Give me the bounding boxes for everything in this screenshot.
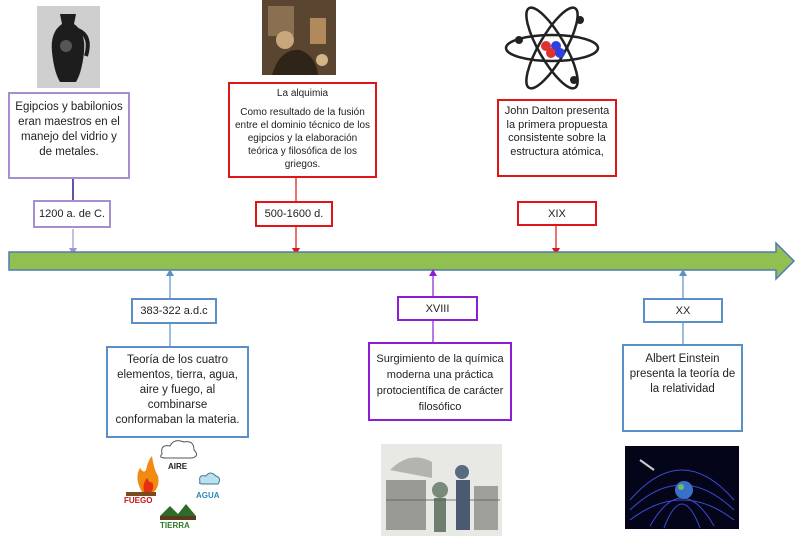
date-label: 383-322 a.d.c <box>140 305 208 317</box>
tierra-label: TIERRA <box>160 521 190 530</box>
fuego-label: FUEGO <box>124 496 153 505</box>
date-box-xx: XX <box>643 298 723 323</box>
date-box-1200: 1200 a. de C. <box>33 200 111 228</box>
date-label: XIX <box>548 207 566 220</box>
four-elements-image-icon <box>126 440 221 520</box>
date-label: 1200 a. de C. <box>38 208 106 220</box>
vase-image-icon <box>37 6 100 88</box>
event-box-four-elements: Teoría de los cuatro elementos, tierra, … <box>106 346 249 438</box>
lab-engraving-image-icon <box>381 444 502 536</box>
atom-image-icon <box>504 6 600 90</box>
event-text: Albert Einstein presenta la teoría de la… <box>629 353 736 395</box>
date-label: XX <box>675 304 691 317</box>
date-label: 500-1600 d. <box>264 208 324 220</box>
event-title: La alquimia <box>276 88 329 99</box>
date-label: XVIII <box>425 302 450 315</box>
spacetime-image-icon <box>625 446 739 529</box>
date-box-xix: XIX <box>517 201 597 226</box>
date-box-500-1600: 500-1600 d. <box>255 201 333 227</box>
event-text: Como resultado de la fusión entre el dom… <box>234 107 371 170</box>
date-box-xviii: XVIII <box>397 296 478 321</box>
event-box-einstein: Albert Einstein presenta la teoría de la… <box>622 344 743 432</box>
agua-label: AGUA <box>196 491 220 500</box>
timeline-arrow <box>8 241 796 281</box>
alchemist-image-icon <box>262 0 336 75</box>
event-text: Egipcios y babilonios eran maestros en e… <box>15 101 123 158</box>
event-text: Teoría de los cuatro elementos, tierra, … <box>115 354 240 426</box>
event-box-dalton: John Dalton presenta la primera propuest… <box>497 99 617 177</box>
event-text: Surgimiento de la química moderna una pr… <box>376 353 504 413</box>
aire-label: AIRE <box>168 462 188 471</box>
event-box-quimica-moderna: Surgimiento de la química moderna una pr… <box>368 342 512 421</box>
event-text: John Dalton presenta la primera propuest… <box>504 105 610 158</box>
event-box-alquimia: La alquimia Como resultado de la fusión … <box>228 82 377 178</box>
event-box-egypt: Egipcios y babilonios eran maestros en e… <box>8 92 130 179</box>
date-box-383-322: 383-322 a.d.c <box>131 298 217 324</box>
